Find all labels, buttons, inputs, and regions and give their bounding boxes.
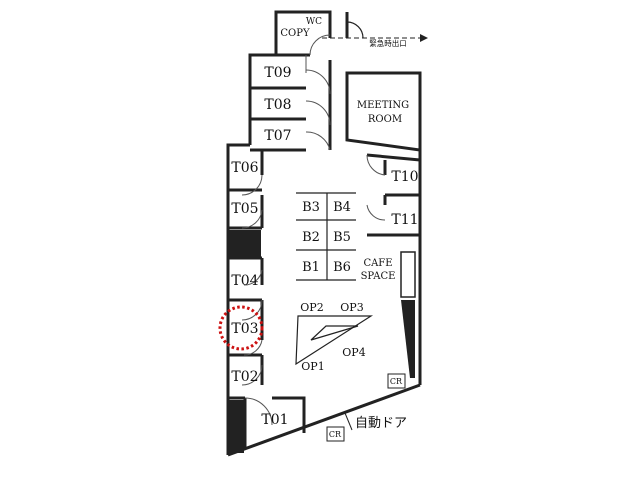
auto-door-label: 自動ドア: [355, 416, 407, 431]
b3-label: B3: [302, 200, 320, 215]
exit-label: 緊急時出口: [369, 38, 407, 48]
t08-label: T08: [264, 97, 291, 113]
t09-label: T09: [264, 65, 291, 81]
b2-label: B2: [302, 230, 320, 245]
exit-arrow: [322, 34, 428, 42]
t02-label: T02: [231, 369, 258, 385]
door-swings: [241, 21, 386, 426]
b4-label: B4: [333, 200, 351, 215]
t04-label: T04: [231, 273, 258, 289]
wc-label: WC: [306, 17, 322, 27]
outer-walls: [226, 10, 422, 457]
b6-label: B6: [333, 260, 351, 275]
op4-label: OP4: [342, 346, 365, 359]
cafe-label-1: CAFE: [363, 258, 392, 269]
op3-label: OP3: [340, 301, 363, 314]
t03-label: T03: [231, 321, 258, 337]
cr-bottom-label: CR: [329, 430, 342, 439]
op1-label: OP1: [301, 360, 324, 373]
cr-right-label: CR: [390, 377, 403, 386]
t07-label: T07: [264, 128, 291, 144]
t06-label: T06: [231, 160, 258, 176]
t10-label: T10: [391, 169, 418, 185]
t05-label: T05: [231, 201, 258, 217]
cafe-label-2: SPACE: [361, 271, 396, 282]
op2-label: OP2: [300, 301, 323, 314]
labels: WC COPY 緊急時出口 T09 T08 T07 MEETING ROOM T…: [231, 17, 418, 439]
highlight-circle: [218, 305, 264, 351]
copy-label: COPY: [280, 28, 310, 39]
card-reader-right: [387, 373, 406, 389]
auto-door-mark: [344, 412, 353, 431]
meeting-room-label-1: MEETING: [357, 100, 409, 111]
b1-label: B1: [302, 260, 320, 275]
open-space-table: [295, 315, 374, 366]
card-reader-bottom: [326, 426, 345, 442]
t01-label: T01: [261, 412, 288, 428]
t11-label: T11: [391, 212, 418, 228]
meeting-room-label-2: ROOM: [368, 114, 402, 125]
b5-label: B5: [333, 230, 351, 245]
